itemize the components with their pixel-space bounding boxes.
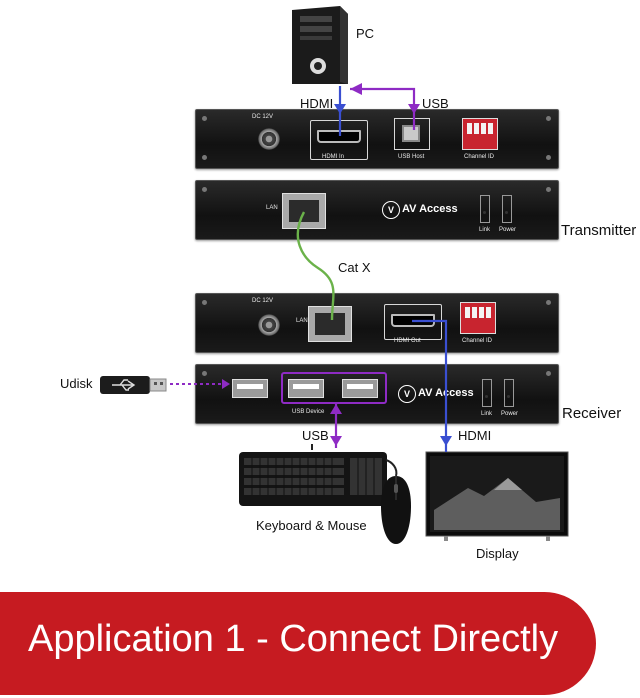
hdmi-out-text: HDMI Out [394, 338, 421, 344]
display-monitor-icon [424, 450, 570, 542]
link-text: Link [481, 411, 493, 417]
usb-arrowhead [222, 379, 230, 389]
power-text: Power [501, 411, 519, 417]
screw [202, 116, 207, 121]
usb-device-highlight [281, 372, 387, 404]
channel-id-dip-switch [462, 118, 498, 150]
mouse-icon [378, 474, 414, 546]
link-led [480, 195, 490, 223]
brand-text: AV Access [402, 203, 458, 215]
dc-12v-text: DC 12V [252, 298, 274, 304]
usb-arrowhead [330, 404, 342, 414]
dc-12v-text: DC 12V [252, 114, 274, 120]
usb-bottom-label: USB [302, 428, 329, 443]
transmitter-lan-port [282, 193, 326, 229]
usb-arrowhead [330, 436, 342, 446]
av-access-logo-icon: V [382, 201, 400, 219]
power-led [502, 195, 512, 223]
receiver-lan-port [308, 306, 352, 342]
application-banner: Application 1 - Connect Directly [0, 592, 596, 695]
channel-id-text: Channel ID [462, 338, 493, 344]
usb-device-port-3 [342, 379, 378, 398]
udisk-label: Udisk [60, 376, 93, 391]
pc-tower-icon [288, 4, 352, 86]
link-text: Link [479, 227, 491, 233]
connection-lines [170, 83, 452, 477]
dc-power-jack [258, 314, 280, 336]
keyboard-mouse-label: Keyboard & Mouse [256, 518, 367, 533]
screw [546, 300, 551, 305]
usb-device-text: USB Device [292, 409, 325, 415]
mouse-cable [385, 459, 398, 477]
banner-title: Application 1 - Connect Directly [28, 618, 559, 660]
power-text: Power [499, 227, 517, 233]
transmitter-front-panel: DC 12V HDMI In USB Host Channel ID [195, 109, 559, 169]
cat-x-cable-line [296, 211, 335, 321]
link-led [482, 379, 492, 407]
screw [546, 371, 551, 376]
usb-arrowhead [350, 83, 362, 95]
usb-host-port [394, 118, 430, 150]
usb-flash-drive-icon [98, 372, 168, 398]
channel-id-text: Channel ID [464, 154, 495, 160]
usb-arrowhead [408, 104, 420, 114]
lan-text: LAN [296, 318, 308, 324]
display-label: Display [476, 546, 519, 561]
hdmi-bottom-label: HDMI [458, 428, 492, 443]
hdmi-arrowhead [334, 104, 346, 114]
screw [546, 116, 551, 121]
transmitter-rear-panel: LAN V AV Access Link Power [195, 180, 559, 240]
usb-device-port-2 [288, 379, 324, 398]
hdmi-in-text: HDMI In [322, 154, 345, 160]
usb-host-text: USB Host [398, 154, 425, 160]
screw [202, 155, 207, 160]
hdmi-top-label: HDMI [300, 96, 334, 111]
screw [202, 187, 207, 192]
screw [546, 187, 551, 192]
cat-x-label: Cat X [338, 260, 371, 275]
screw [202, 300, 207, 305]
hdmi-line-receiver-to-display [412, 319, 448, 452]
hdmi-arrowhead [440, 436, 452, 446]
transmitter-label: Transmitter [561, 222, 637, 239]
usb-top-label: USB [422, 96, 449, 111]
usb-device-port-1 [232, 379, 268, 398]
power-led [504, 379, 514, 407]
channel-id-dip-switch [460, 302, 496, 334]
screw [202, 371, 207, 376]
screw [546, 155, 551, 160]
av-access-logo-icon: V [398, 385, 416, 403]
pc-label: PC [356, 26, 375, 41]
keyboard-icon [238, 450, 388, 508]
dc-power-jack [258, 128, 280, 150]
usb-line-pc-to-transmitter [350, 87, 416, 130]
lan-text: LAN [266, 205, 278, 211]
receiver-label: Receiver [562, 405, 622, 422]
